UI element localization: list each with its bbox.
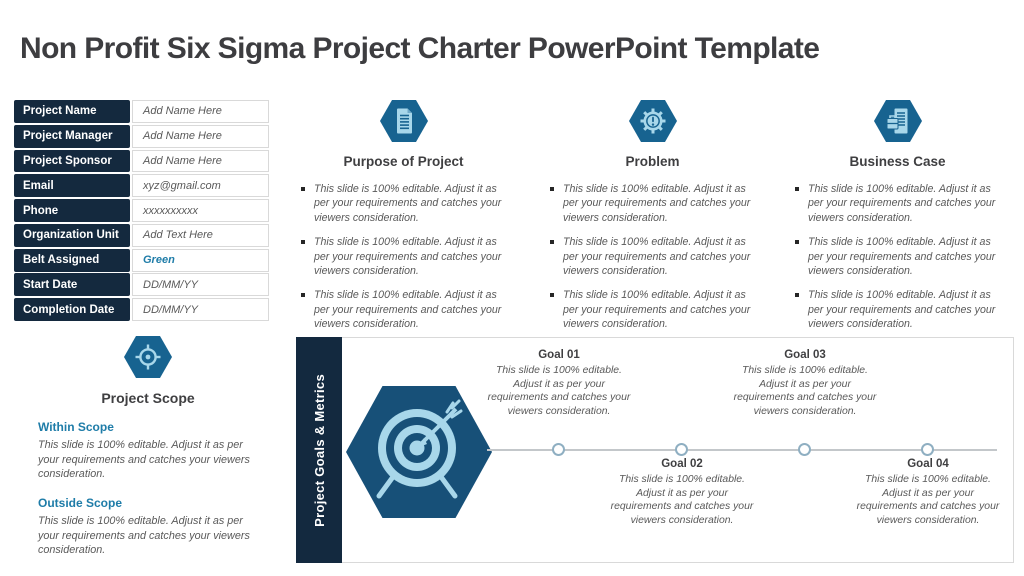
timeline-node-4[interactable] (921, 443, 934, 456)
table-row-label: Phone (14, 199, 130, 223)
table-row-label: Email (14, 174, 130, 198)
report-icon (873, 100, 922, 142)
bullet-item[interactable]: This slide is 100% editable. Adjust it a… (546, 288, 759, 331)
table-row-value[interactable]: xxxxxxxxxx (132, 199, 269, 223)
table-row-value[interactable]: Add Name Here (132, 149, 269, 173)
goal-title: Goal 02 (661, 458, 703, 470)
bullet-item[interactable]: This slide is 100% editable. Adjust it a… (546, 182, 759, 225)
goal-text: This slide is 100% editable. Adjust it a… (610, 474, 754, 527)
section-problem: Problem This slide is 100% editable. Adj… (546, 100, 759, 342)
table-row-value[interactable]: Green (132, 248, 269, 272)
crosshair-target-icon (124, 336, 172, 378)
bullet-square-icon (301, 187, 305, 191)
bullet-square-icon (550, 293, 554, 298)
section-title: Problem (625, 154, 680, 169)
bullet-item[interactable]: This slide is 100% editable. Adjust it a… (791, 288, 1004, 331)
table-row-label: Project Manager (14, 124, 130, 148)
bullet-square-icon (550, 240, 554, 245)
table-row-value[interactable]: Add Name Here (132, 100, 269, 123)
bullet-square-icon (301, 293, 305, 298)
bullet-item[interactable]: This slide is 100% editable. Adjust it a… (791, 235, 1004, 278)
table-row-label: Project Sponsor (14, 149, 130, 173)
table-row-label: Belt Assigned (14, 248, 130, 272)
goal-03-block[interactable]: Goal 03 This slide is 100% editable. Adj… (730, 349, 880, 419)
table-row-value[interactable]: DD/MM/YY (132, 298, 269, 322)
bullet-square-icon (795, 240, 799, 245)
outside-scope-heading: Outside Scope (38, 496, 123, 511)
goal-title: Goal 04 (907, 458, 949, 470)
within-scope-text: This slide is 100% editable. Adjust it a… (38, 439, 250, 481)
goals-metrics-sidebar: Project Goals & Metrics (296, 337, 342, 563)
goal-title: Goal 01 (538, 349, 580, 361)
bullet-item[interactable]: This slide is 100% editable. Adjust it a… (297, 235, 510, 278)
table-row-label: Completion Date (14, 298, 130, 322)
bullet-item[interactable]: This slide is 100% editable. Adjust it a… (791, 182, 1004, 225)
table-row-value[interactable]: Add Text Here (132, 223, 269, 247)
table-row-value[interactable]: xyz@gmail.com (132, 174, 269, 198)
goals-metrics-sidebar-label: Project Goals & Metrics (311, 373, 327, 527)
goal-02-block[interactable]: Goal 02 This slide is 100% editable. Adj… (607, 458, 757, 528)
within-scope-heading: Within Scope (38, 420, 114, 434)
section-business-case: Business Case This slide is 100% editabl… (791, 100, 1004, 342)
table-row-label: Organization Unit (14, 223, 130, 247)
bullet-item[interactable]: This slide is 100% editable. Adjust it a… (297, 288, 510, 331)
table-row-label: Start Date (14, 273, 130, 297)
goal-title: Goal 03 (784, 349, 826, 361)
table-row-value[interactable]: Add Name Here (132, 124, 269, 148)
gear-alert-icon (628, 100, 677, 142)
outside-scope-text: This slide is 100% editable. Adjust it a… (38, 515, 250, 557)
timeline-node-2[interactable] (675, 443, 688, 456)
table-row-label: Project Name (14, 100, 130, 123)
dartboard-target-icon (346, 386, 492, 518)
goal-01-block[interactable]: Goal 01 This slide is 100% editable. Adj… (484, 349, 634, 419)
section-title: Business Case (849, 154, 946, 169)
slide-title: Non Profit Six Sigma Project Charter Pow… (20, 32, 820, 65)
outside-scope-item[interactable]: Outside Scope This slide is 100% editabl… (38, 496, 260, 558)
goal-text: This slide is 100% editable. Adjust it a… (856, 474, 1000, 527)
goal-04-block[interactable]: Goal 04 This slide is 100% editable. Adj… (853, 458, 1003, 528)
project-scope-section: Project Scope Within Scope This slide is… (20, 336, 276, 558)
bullet-square-icon (795, 293, 799, 298)
table-row-value[interactable]: DD/MM/YY (132, 273, 269, 297)
timeline-node-1[interactable] (552, 443, 565, 456)
goal-text: This slide is 100% editable. Adjust it a… (733, 365, 877, 418)
document-icon (379, 100, 428, 142)
project-scope-title: Project Scope (101, 390, 195, 406)
section-title: Purpose of Project (343, 154, 464, 169)
timeline-node-3[interactable] (798, 443, 811, 456)
section-purpose-of-project: Purpose of Project This slide is 100% ed… (297, 100, 510, 342)
bullet-square-icon (301, 240, 305, 245)
bullet-item[interactable]: This slide is 100% editable. Adjust it a… (297, 182, 510, 225)
bullet-square-icon (550, 187, 554, 191)
within-scope-item[interactable]: Within Scope This slide is 100% editable… (38, 420, 260, 482)
goal-text: This slide is 100% editable. Adjust it a… (487, 365, 631, 418)
goals-timeline (487, 449, 997, 451)
bullet-item[interactable]: This slide is 100% editable. Adjust it a… (546, 235, 759, 278)
project-info-table: Project Name Add Name Here Project Manag… (14, 100, 269, 322)
bullet-square-icon (795, 187, 799, 191)
